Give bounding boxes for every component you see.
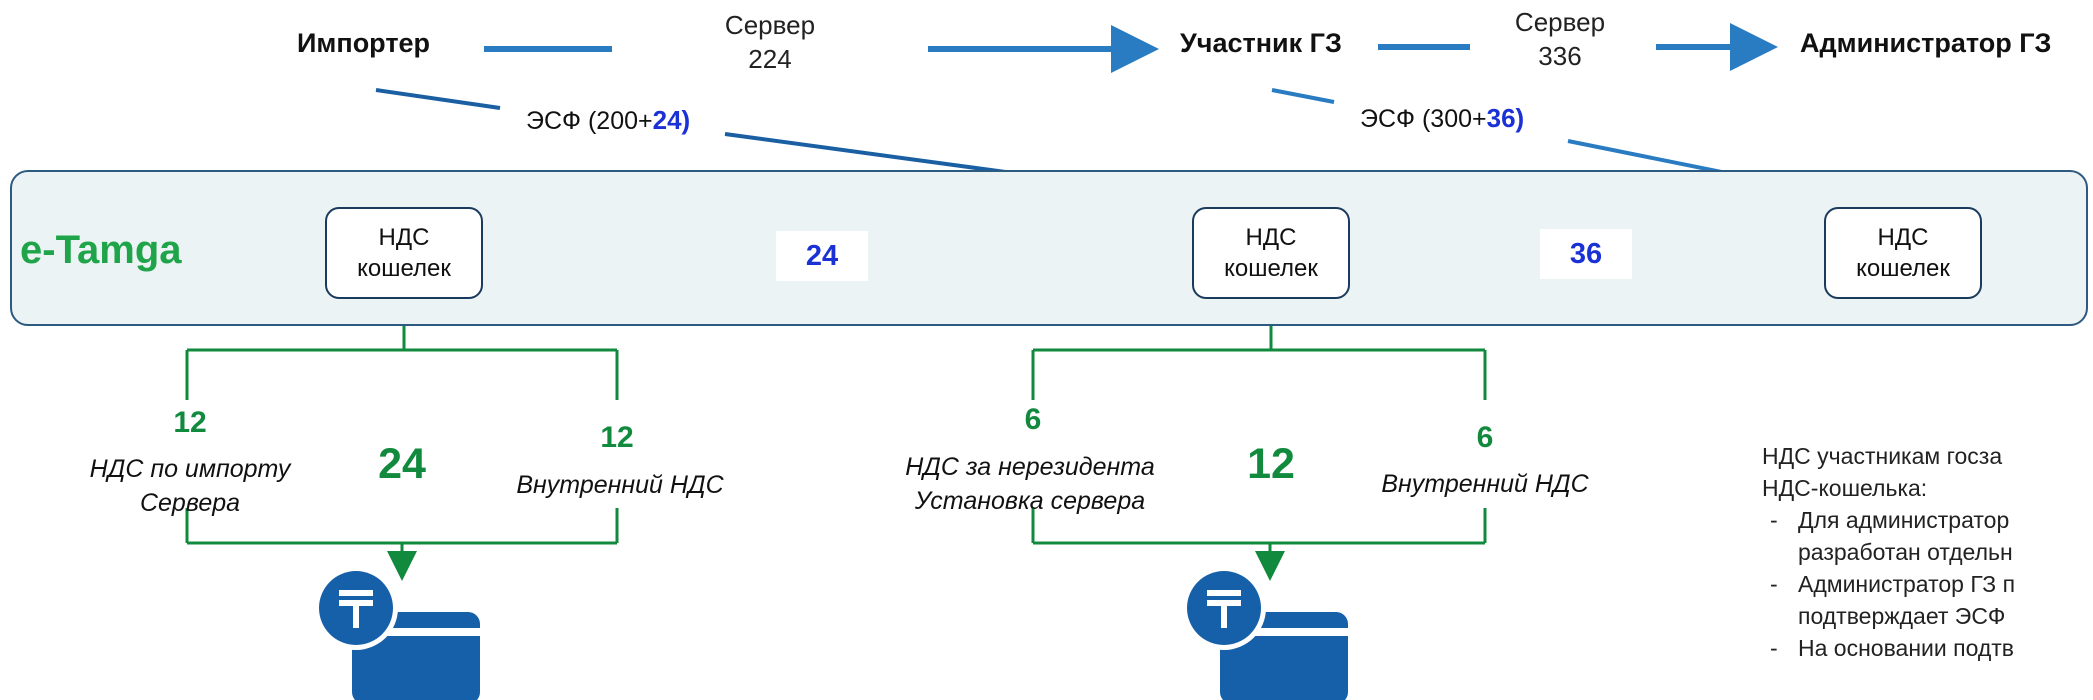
wallet-icon: [314, 566, 480, 700]
esf-line-2a: [1271, 88, 1335, 104]
vat-wallet-participant[interactable]: НДС кошелек: [1192, 207, 1350, 299]
split-left-amount-a: 12: [173, 406, 207, 439]
list-item: Администратор ГЗ п подтверждает ЭСФ: [1762, 568, 2093, 632]
esf-label-second: ЭСФ (300+36): [1360, 103, 1525, 133]
split-left-label-b: Внутренний НДС: [516, 471, 724, 499]
split-right-label-a: НДС за нерезидента Установка сервера: [905, 453, 1155, 515]
transfer-amount-left: 24: [776, 231, 868, 281]
server-label-second: Сервер 336: [1514, 7, 1606, 71]
wallet-icon: [1182, 566, 1348, 700]
etamga-band: [10, 170, 2088, 326]
side-note-list: Для администратор разработан отдельн Адм…: [1762, 504, 2093, 664]
admin-label: Администратор ГЗ: [1800, 28, 2052, 58]
split-left-total: 24: [378, 440, 426, 488]
vat-wallet-importer[interactable]: НДС кошелек: [325, 207, 483, 299]
esf-label-first: ЭСФ (200+24): [526, 105, 691, 135]
esf-line-1a: [375, 88, 501, 110]
split-left-label-a: НДС по импорту Сервера: [89, 455, 291, 517]
split-right-amount-b: 6: [1476, 421, 1494, 454]
server-label-first: Сервер 224: [724, 10, 816, 74]
list-item: Для администратор разработан отдельн: [1762, 504, 2093, 568]
list-item: На основании подтв: [1762, 632, 2093, 664]
side-note: НДС участникам госза НДС-кошелька: Для а…: [1762, 440, 2093, 664]
importer-label: Импортер: [297, 28, 431, 58]
brand-etamga: e-Tamga: [20, 228, 182, 272]
participant-label: Участник ГЗ: [1180, 28, 1342, 58]
vat-wallet-admin[interactable]: НДС кошелек: [1824, 207, 1982, 299]
split-right-amount-a: 6: [1024, 403, 1042, 436]
split-left-amount-b: 12: [600, 421, 634, 454]
transfer-amount-right: 36: [1540, 229, 1632, 279]
split-right-total: 12: [1247, 440, 1295, 488]
split-right-label-b: Внутренний НДС: [1381, 470, 1589, 498]
